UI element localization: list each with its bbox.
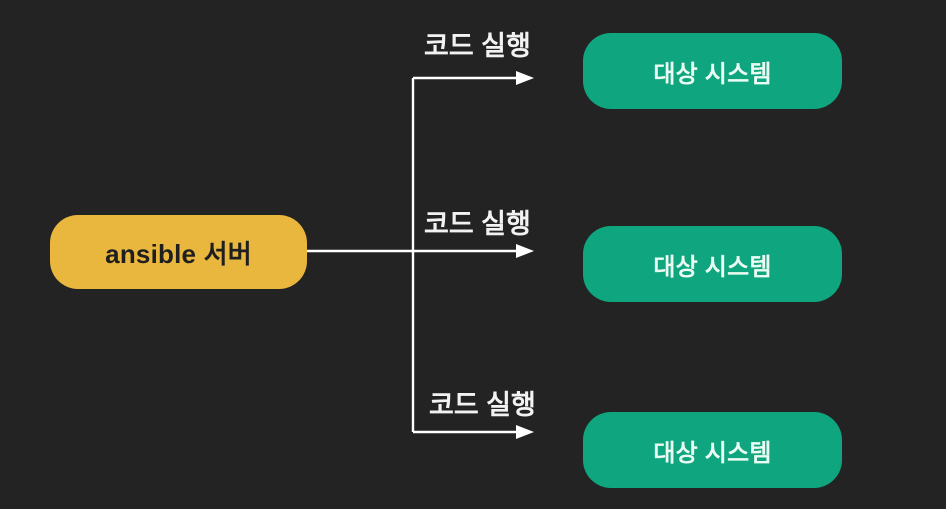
edge-label-middle: 코드 실행 [424,209,531,239]
arrowhead-middle-icon [516,244,534,258]
edge-label-bottom: 코드 실행 [429,390,536,420]
target-system-node-3: 대상 시스템 [583,412,842,488]
target-system-node-2: 대상 시스템 [583,226,842,302]
edge-label-top: 코드 실행 [424,31,531,61]
target-system-label-3: 대상 시스템 [653,439,772,467]
arrowhead-top-icon [516,71,534,85]
target-system-label-2: 대상 시스템 [653,253,772,281]
ansible-server-label: ansible 서버 [105,238,252,269]
target-system-node-1: 대상 시스템 [583,33,842,109]
target-system-label-1: 대상 시스템 [653,60,772,88]
arrowhead-bottom-icon [516,425,534,439]
ansible-server-node: ansible 서버 [50,215,307,289]
